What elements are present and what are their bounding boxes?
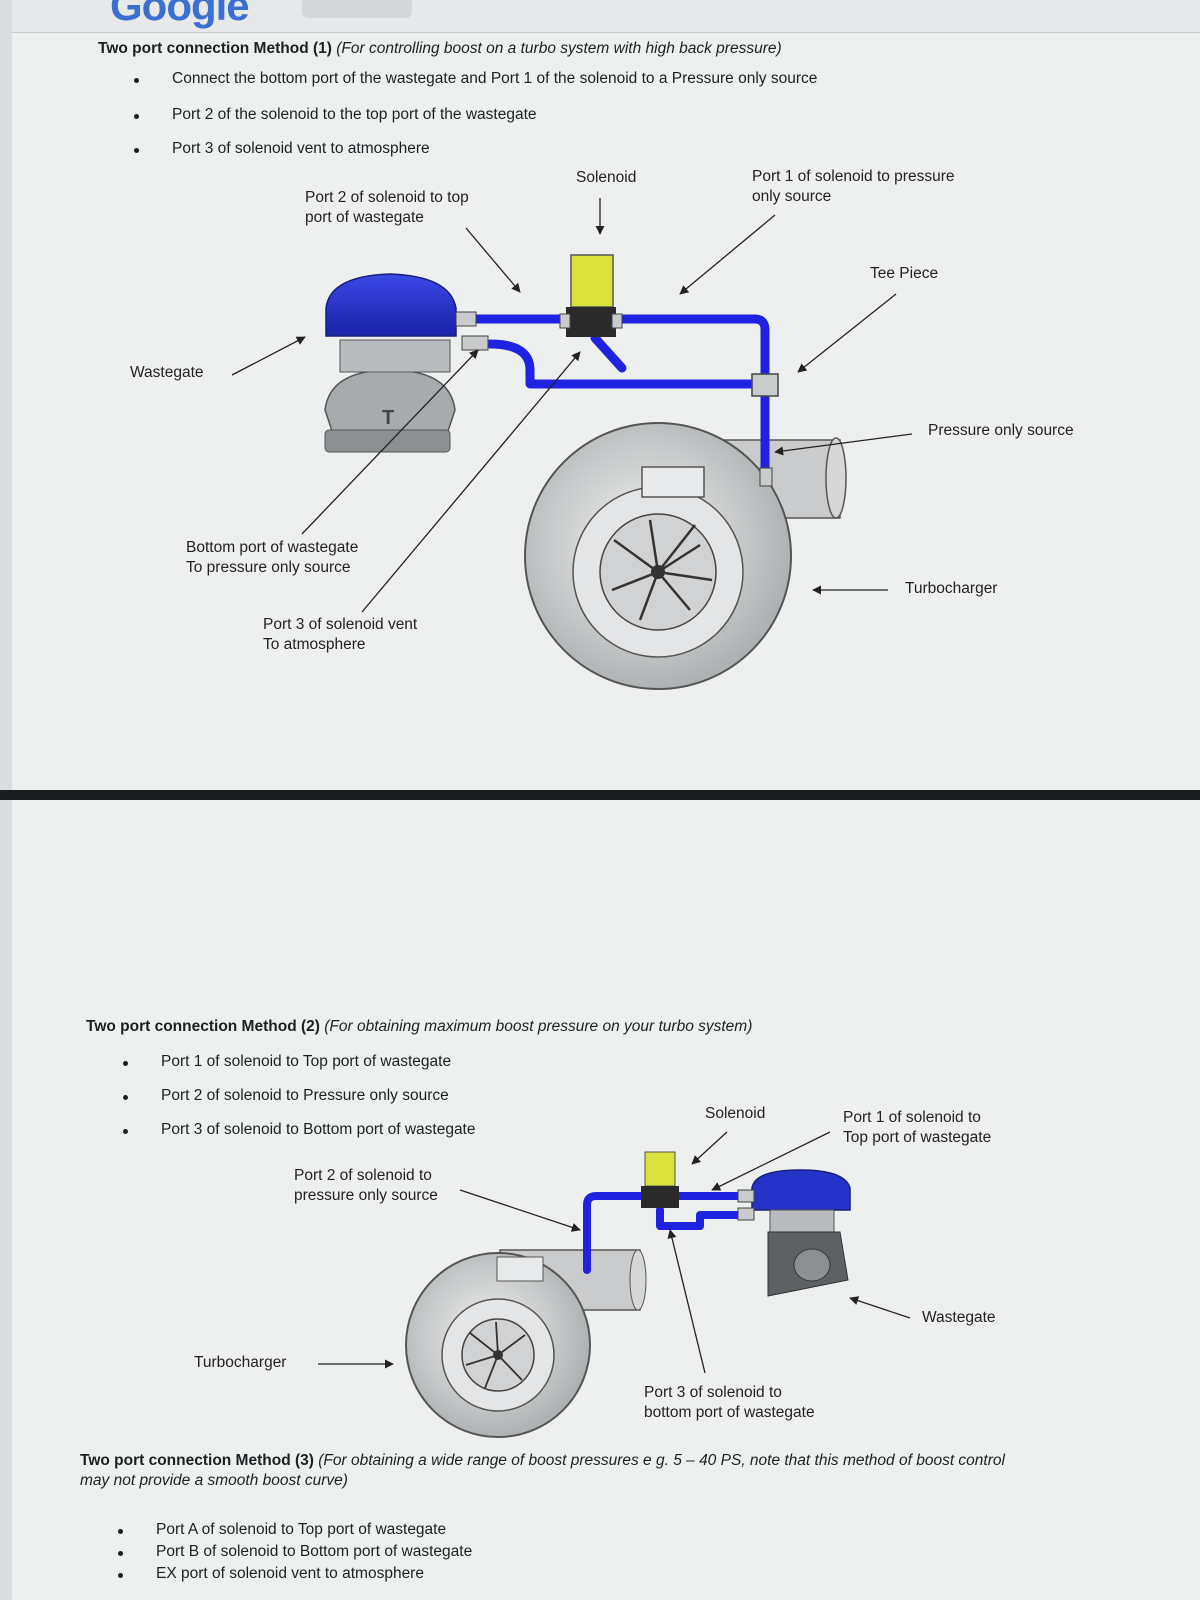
method3-heading: Two port connection Method (3) (For obta… — [80, 1452, 1005, 1469]
label-turbocharger: Turbocharger — [194, 1354, 287, 1371]
label-turbocharger: Turbocharger — [905, 580, 998, 597]
list-item: Port 2 of the solenoid to the top port o… — [133, 106, 817, 140]
wastegate-graphic — [737, 1169, 851, 1297]
label-wastegate: Wastegate — [130, 364, 204, 381]
list-item: Port B of solenoid to Bottom port of was… — [117, 1543, 472, 1565]
turbocharger-graphic — [524, 422, 847, 690]
list-item: Port 3 of solenoid to Bottom port of was… — [123, 1121, 476, 1138]
turbocharger-graphic — [405, 1249, 647, 1438]
method3-bullet-list: Port A of solenoid to Top port of wasteg… — [117, 1521, 472, 1583]
list-item: Port 1 of solenoid to Top port of wasteg… — [123, 1053, 476, 1087]
list-item: Port 3 of solenoid vent to atmosphere — [133, 140, 817, 158]
solenoid-graphic — [559, 254, 623, 337]
label-pressure-source: Pressure only source — [928, 422, 1074, 439]
label-wastegate: Wastegate — [922, 1309, 996, 1326]
list-item: EX port of solenoid vent to atmosphere — [117, 1565, 472, 1583]
browser-tab[interactable] — [302, 0, 412, 18]
browser-toolbar: Google — [12, 0, 1200, 33]
hose-lines — [470, 314, 770, 485]
list-item: Port 2 of solenoid to Pressure only sour… — [123, 1087, 476, 1121]
tee-piece-graphic — [751, 373, 779, 487]
method1-diagram: T — [231, 198, 913, 690]
method2-heading: Two port connection Method (2) (For obta… — [86, 1018, 753, 1035]
label-solenoid: Solenoid — [576, 169, 637, 186]
method2-bullet-list: Port 1 of solenoid to Top port of wasteg… — [123, 1053, 476, 1139]
method3-heading-continued: may not provide a smooth boost curve) — [80, 1472, 348, 1489]
method1-bullet-list: Connect the bottom port of the wastegate… — [133, 70, 817, 158]
page-divider — [0, 790, 1200, 800]
list-item: Connect the bottom port of the wastegate… — [133, 70, 817, 106]
google-logo: Google — [110, 0, 250, 29]
label-solenoid: Solenoid — [705, 1105, 766, 1122]
method1-heading: Two port connection Method (1) (For cont… — [98, 40, 782, 57]
svg-text:T: T — [382, 407, 394, 429]
solenoid-graphic — [641, 1151, 679, 1208]
list-item: Port A of solenoid to Top port of wasteg… — [117, 1521, 472, 1543]
wastegate-graphic: T — [324, 273, 489, 453]
label-tee-piece: Tee Piece — [870, 265, 939, 282]
